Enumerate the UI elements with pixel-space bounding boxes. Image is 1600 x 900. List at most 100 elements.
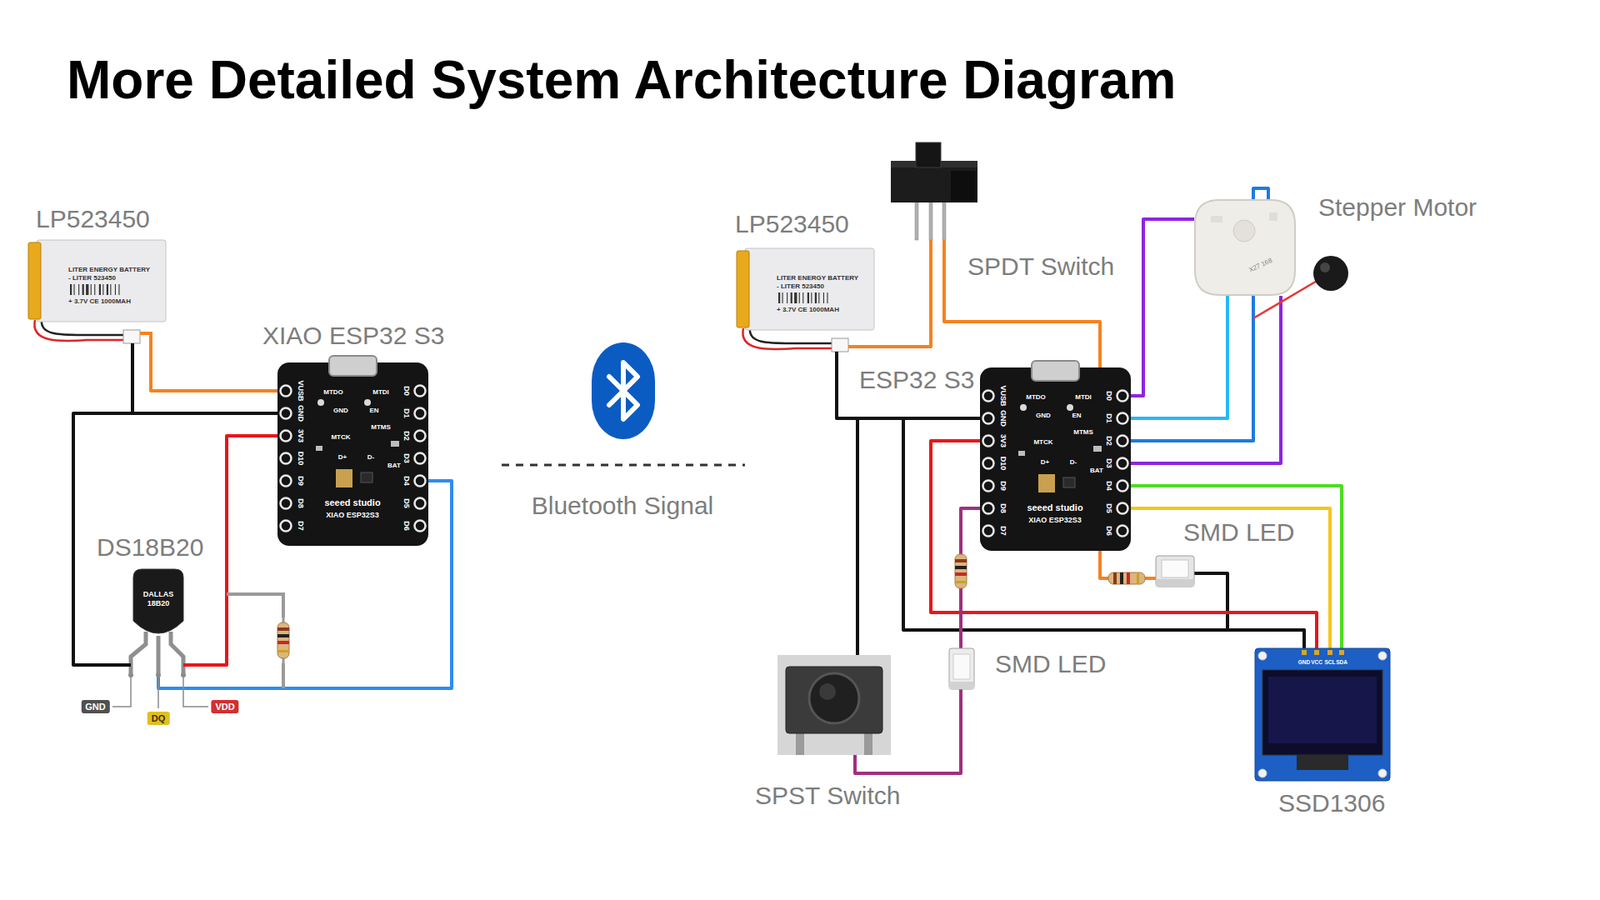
resistor-symbol	[1108, 572, 1145, 585]
board-outline	[277, 355, 429, 546]
silkscreen-text: MTMS	[370, 424, 391, 432]
part-name: SMD LED	[1183, 518, 1295, 548]
pin-label: SCL	[1325, 659, 1336, 665]
board-outline	[317, 399, 325, 406]
board-outline	[1066, 404, 1074, 411]
board-outline	[983, 435, 995, 447]
board-outline	[1117, 480, 1129, 492]
stepper-motor-drawing	[1194, 199, 1296, 296]
resistor-symbol	[955, 554, 967, 589]
sensor-package	[156, 635, 161, 674]
slide-switch: SPDT Switch	[890, 142, 978, 240]
pin-label: D2	[1104, 435, 1113, 446]
part-name: ESP32 S3	[859, 365, 975, 395]
battery-cell	[28, 242, 41, 320]
battery-cell	[815, 292, 817, 304]
board-outline	[1038, 474, 1055, 493]
battery-cell	[745, 248, 875, 330]
battery-cell	[794, 292, 797, 304]
display-module	[1339, 650, 1345, 655]
button-body	[777, 655, 891, 755]
buzzer	[1313, 255, 1349, 291]
board-outline	[983, 413, 995, 425]
resistor-symbol	[1108, 572, 1145, 585]
battery-cell	[74, 284, 75, 295]
oled-display-drawing	[1255, 648, 1390, 781]
part-name: XIAO ESP32 S3	[262, 321, 445, 351]
pin-label: D0	[1104, 390, 1113, 401]
buzzer	[1320, 262, 1330, 273]
sensor-package	[125, 569, 192, 674]
resistor-symbol	[277, 634, 290, 638]
resistor-symbol	[955, 554, 967, 589]
board-outline	[280, 430, 292, 442]
led-package	[1155, 579, 1195, 587]
board-outline	[1031, 360, 1080, 381]
silkscreen-text: MTCK	[1033, 439, 1053, 447]
wire	[1130, 485, 1342, 649]
board-outline	[415, 520, 426, 532]
pull-up-wire	[226, 594, 284, 689]
battery-cell	[810, 292, 812, 304]
smd-led-drawing	[1155, 555, 1195, 587]
motor-housing	[1233, 220, 1255, 242]
resistor-symbol	[277, 627, 290, 631]
board-outline	[980, 360, 1131, 551]
button-body	[785, 666, 883, 734]
board-outline	[415, 453, 426, 465]
display-module	[1255, 648, 1390, 781]
pin-label: GND	[998, 410, 1007, 427]
board-outline	[980, 367, 1131, 551]
led-package	[949, 681, 975, 690]
led-package	[1155, 555, 1195, 587]
button-body	[809, 673, 860, 724]
battery-cell	[70, 284, 72, 295]
board-outline	[280, 498, 292, 510]
board-outline	[1117, 503, 1129, 515]
board-outline	[1093, 445, 1102, 452]
battery-print: + 3.7V CE 1000MAH	[68, 298, 131, 306]
battery-print: - LITER 523450	[68, 275, 116, 283]
silkscreen-text: BAT	[387, 462, 401, 470]
smd-led-drawing	[949, 648, 975, 690]
temperature-sensor-drawing	[125, 569, 192, 674]
pin-label: VUSB	[998, 385, 1007, 406]
pin-label: D2	[401, 430, 410, 441]
battery-print: - LITER 523450	[776, 283, 825, 291]
board-outline	[415, 430, 426, 442]
battery: LP523450	[736, 248, 879, 362]
pin-label: D5	[1104, 503, 1113, 514]
board-outline	[983, 390, 995, 402]
board-outline	[983, 503, 995, 515]
battery-cell	[799, 292, 800, 304]
pin-label: D4	[401, 475, 410, 486]
battery-cell	[123, 330, 140, 344]
silkscreen-text: D+	[1040, 459, 1050, 467]
board-outline	[415, 498, 426, 510]
battery-cell	[99, 284, 101, 295]
battery-cell	[786, 292, 788, 304]
board-outline	[1020, 404, 1027, 411]
led-package	[1155, 555, 1195, 587]
silkscreen-text: EN	[369, 407, 379, 415]
battery-cell	[28, 240, 166, 354]
battery-drawing	[28, 240, 170, 354]
battery-cell	[41, 320, 125, 335]
pin-label: D6	[401, 520, 410, 531]
battery-cell	[82, 284, 85, 295]
board-outline	[1117, 390, 1129, 402]
battery-drawing	[736, 248, 879, 362]
battery: LP523450	[28, 240, 170, 354]
button-body	[777, 655, 891, 755]
battery-cell	[790, 292, 793, 304]
battery-cell	[36, 240, 166, 322]
resistor-symbol	[955, 565, 967, 570]
led-package	[1161, 560, 1189, 578]
chip-marking: DALLAS 18B20	[139, 590, 178, 609]
silkscreen-text: MTDO	[1025, 394, 1046, 402]
display-module	[1262, 670, 1383, 755]
smd-led: SMD LED	[1155, 555, 1195, 587]
battery-cell	[115, 284, 116, 295]
pin-tag: VDD	[210, 700, 239, 714]
board-outline	[1117, 435, 1129, 447]
